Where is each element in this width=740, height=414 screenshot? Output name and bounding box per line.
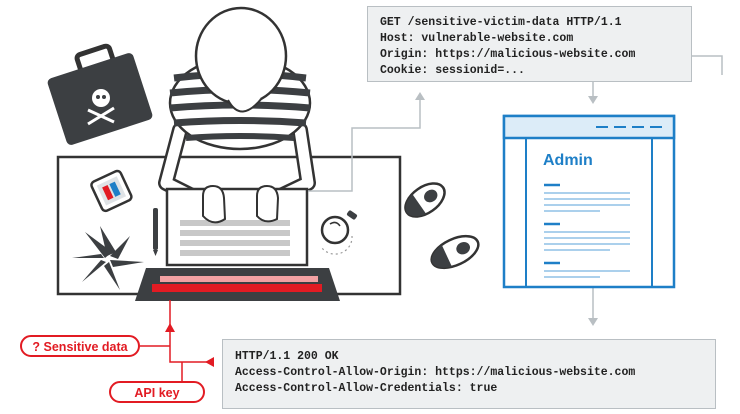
plant-icon — [72, 226, 144, 290]
person-hands — [202, 184, 280, 224]
phone-icon — [90, 169, 133, 213]
mug-icon — [320, 210, 358, 245]
pen-icon — [153, 208, 158, 256]
briefcase-skull-icon — [47, 43, 153, 145]
server-in-arrow — [588, 96, 598, 104]
question-icon: ? — [32, 340, 41, 354]
mug-ring — [321, 235, 353, 255]
response-line: Access-Control-Allow-Origin: https://mal… — [235, 366, 636, 379]
admin-title: Admin — [543, 152, 593, 169]
request-line: Origin: https://malicious-website.com — [380, 48, 636, 61]
api-key-label: API key — [109, 381, 205, 403]
request-arrow-up — [415, 92, 425, 100]
response-line: Access-Control-Allow-Credentials: true — [235, 382, 498, 395]
shoe-icon — [404, 182, 446, 218]
request-line: Host: vulnerable-website.com — [380, 32, 574, 45]
request-line: GET /sensitive-victim-data HTTP/1.1 — [380, 16, 622, 29]
response-arrow-left — [205, 357, 214, 367]
sensitive-arrow-up — [165, 323, 175, 332]
shoe-icon — [430, 234, 480, 270]
admin-page-icon — [502, 114, 676, 289]
server-out-arrow — [588, 318, 598, 326]
response-line: HTTP/1.1 200 OK — [235, 350, 339, 363]
request-connector — [308, 55, 723, 192]
request-line: Cookie: sessionid=... — [380, 64, 525, 77]
data-leak-connector — [140, 300, 214, 381]
sensitive-data-label: ? Sensitive data — [20, 335, 140, 357]
sensitive-data-text: Sensitive data — [43, 340, 128, 354]
person-head — [194, 6, 288, 113]
response-box: HTTP/1.1 200 OK Access-Control-Allow-Orig… — [222, 339, 716, 409]
